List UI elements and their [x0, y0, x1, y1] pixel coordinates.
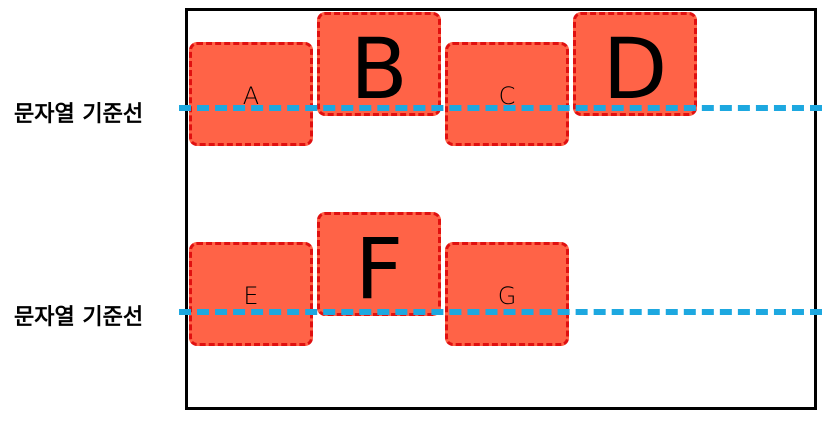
flex-item-b: B: [317, 12, 441, 116]
baseline-label-row2: 문자열 기준선: [14, 305, 144, 330]
item-label: F: [354, 220, 404, 318]
flex-item-f: F: [317, 212, 441, 316]
baseline-label-row1: 문자열 기준선: [14, 102, 144, 127]
item-label: D: [602, 20, 668, 118]
baseline-line-row1: [179, 105, 822, 111]
flex-item-g: G: [445, 242, 569, 346]
flex-item-a: A: [189, 42, 313, 146]
flex-item-c: C: [445, 42, 569, 146]
flex-item-d: D: [573, 12, 697, 116]
item-label: E: [243, 282, 259, 310]
item-label: C: [498, 82, 516, 110]
item-label: B: [350, 20, 408, 118]
item-label: A: [242, 82, 260, 110]
item-label: G: [497, 282, 517, 310]
flex-container: [185, 8, 817, 410]
flex-item-e: E: [189, 242, 313, 346]
baseline-line-row2: [179, 309, 822, 315]
